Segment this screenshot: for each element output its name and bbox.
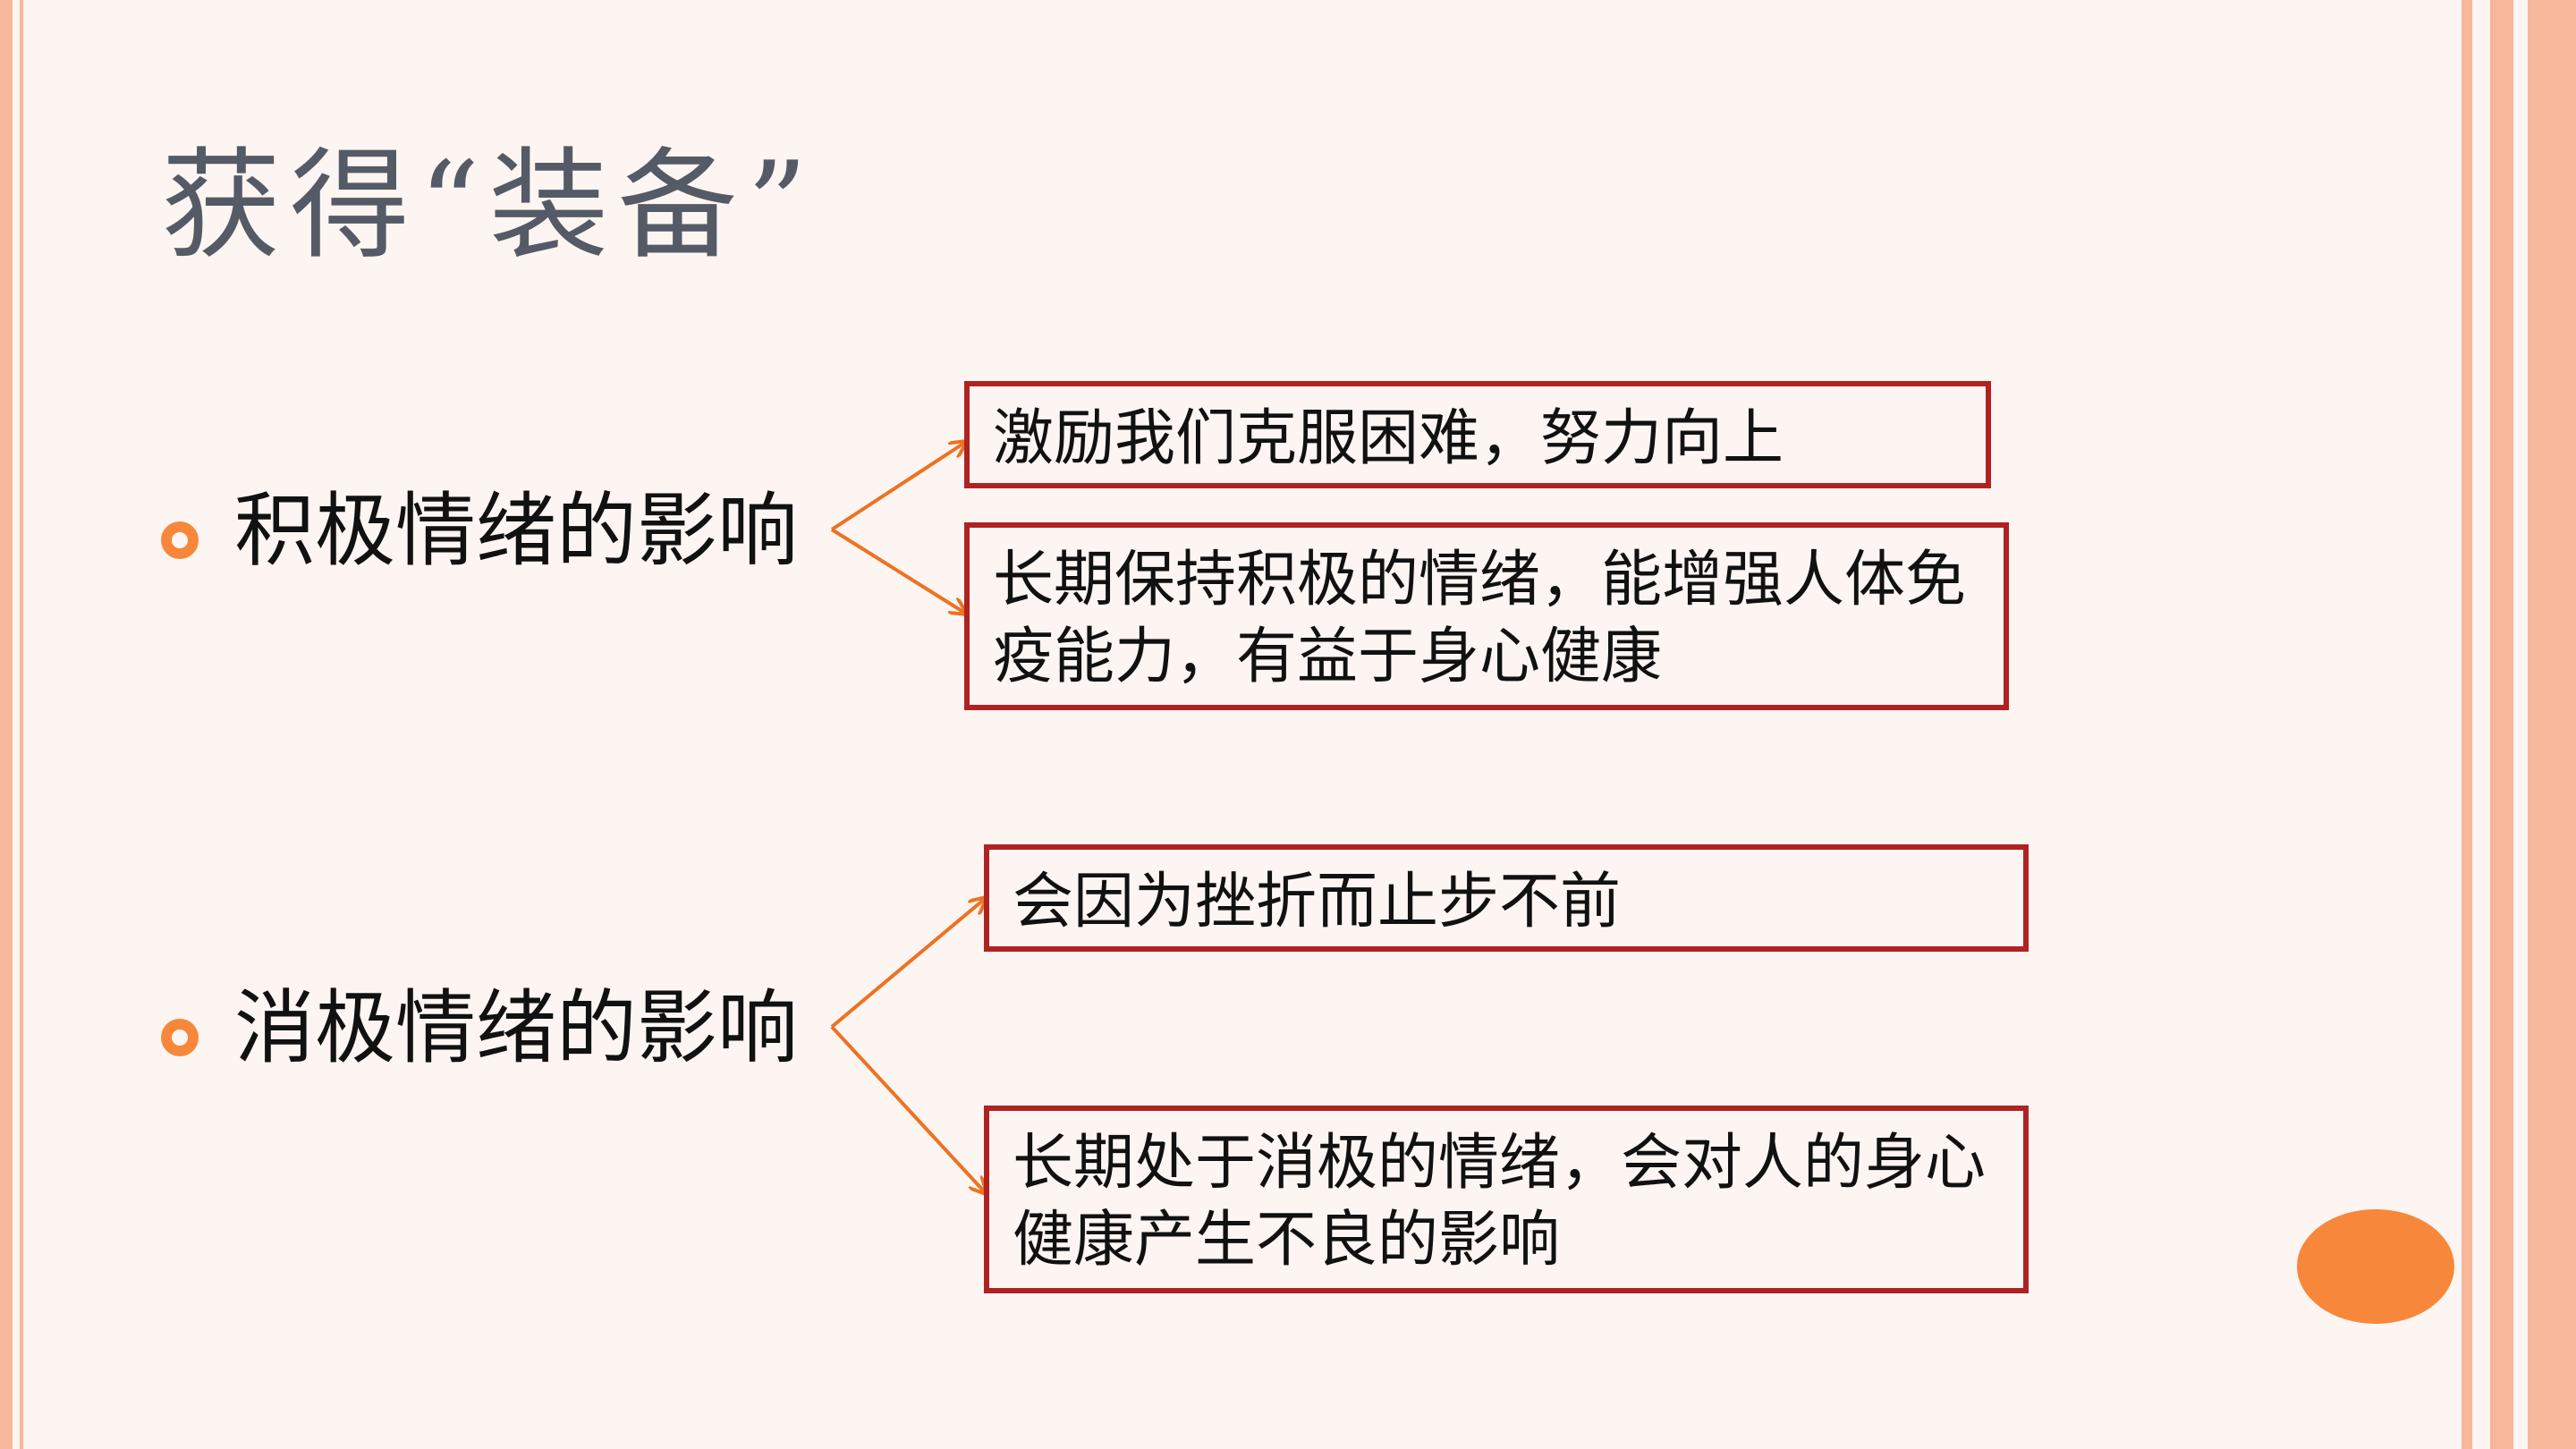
left-edge-stripe xyxy=(0,0,13,1449)
effect-box-negative-2: 长期处于消极的情绪，会对人的身心健康产生不良的影响 xyxy=(984,1106,2029,1293)
arrow-negative-2 xyxy=(830,1025,986,1193)
arrow-positive-1 xyxy=(830,442,966,531)
arrow-positive-2 xyxy=(830,528,966,614)
orange-ring-bullet-icon xyxy=(161,1019,199,1056)
effect-box-negative-1: 会因为挫折而止步不前 xyxy=(984,844,2029,952)
right-edge-stripe-inner xyxy=(2462,0,2472,1449)
effect-box-positive-2: 长期保持积极的情绪，能增强人体免疫能力，有益于身心健康 xyxy=(964,522,2009,710)
left-edge-stripe-thin xyxy=(20,0,23,1449)
orange-ring-bullet-icon xyxy=(161,521,199,559)
decorative-orange-oval xyxy=(2297,1209,2454,1324)
effect-box-positive-1: 激励我们克服困难，努力向上 xyxy=(964,381,1991,488)
right-edge-stripe-outer xyxy=(2528,0,2576,1449)
topic-positive-emotion: 积极情绪的影响 xyxy=(234,484,798,578)
topic-negative-emotion: 消极情绪的影响 xyxy=(234,981,798,1075)
slide-title: 获得“装备” xyxy=(161,136,818,275)
arrow-negative-1 xyxy=(830,898,986,1029)
right-edge-stripe-middle xyxy=(2490,0,2513,1449)
